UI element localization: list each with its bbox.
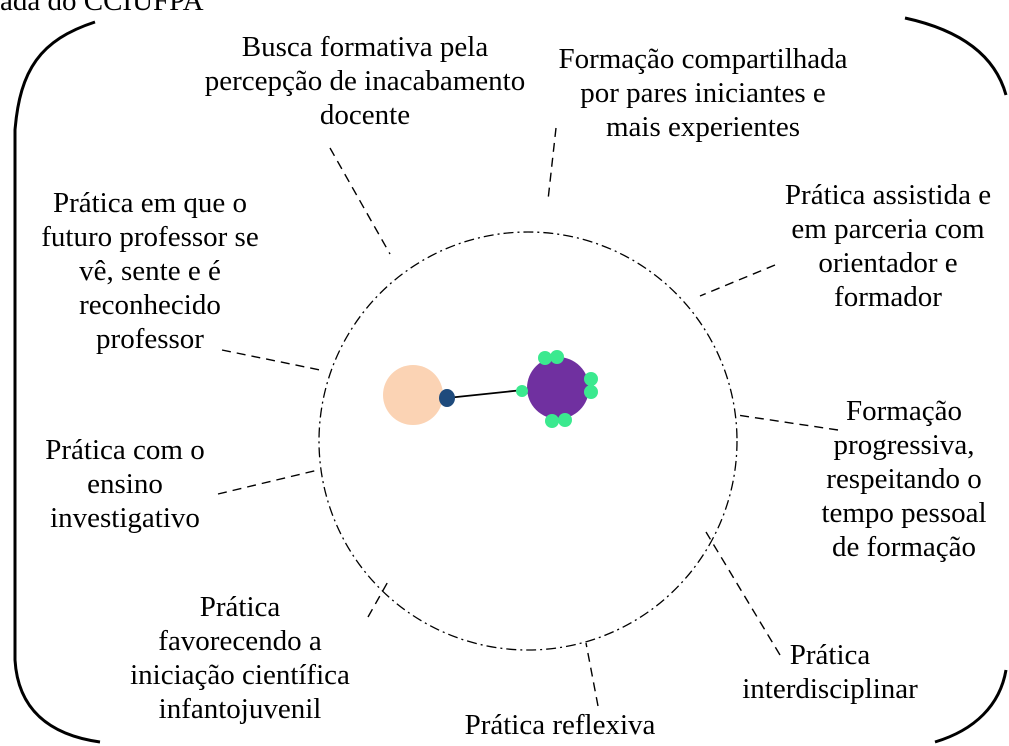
label-formacao-progressiva: Formação progressiva, respeitando o temp… xyxy=(800,394,1008,564)
label-line: vê, sente e é xyxy=(79,255,221,287)
label-line: interdisciplinar xyxy=(742,673,918,705)
connecting-stick xyxy=(446,389,524,399)
label-line: Busca formativa pela xyxy=(241,31,489,63)
connector-investigativo xyxy=(217,469,319,495)
mint-dot xyxy=(516,385,528,397)
label-line: favorecendo a xyxy=(158,625,322,657)
label-line: por pares iniciantes e xyxy=(580,77,826,109)
label-line: tempo pessoal xyxy=(821,497,987,529)
connector-busca xyxy=(329,147,391,255)
mint-dot xyxy=(558,413,572,427)
peach-circle xyxy=(383,365,443,425)
connector-assistida xyxy=(699,264,776,297)
label-line: Prática xyxy=(789,639,871,671)
mint-dot xyxy=(538,351,552,365)
outer-frame-left xyxy=(13,20,101,744)
connector-progressiva xyxy=(736,414,839,431)
mint-dots xyxy=(516,350,598,428)
label-busca-formativa: Busca formativa pela percepção de inacab… xyxy=(200,30,530,132)
label-reconhecido-professor: Prática em que o futuro professor se vê,… xyxy=(20,186,280,356)
label-line: infantojuvenil xyxy=(158,693,322,725)
label-line: Formação compartilhada xyxy=(558,43,848,75)
central-circle xyxy=(318,231,738,651)
label-line: iniciação científica xyxy=(130,659,350,691)
label-formacao-compartilhada: Formação compartilhada por pares inician… xyxy=(538,42,868,144)
connector-reflexiva xyxy=(585,642,599,707)
connector-formacao-compartilhada xyxy=(547,127,557,201)
label-line: ensino xyxy=(87,468,163,500)
label-ensino-investigativo: Prática com o ensino investigativo xyxy=(20,433,230,535)
central-illustration xyxy=(383,350,598,428)
label-line: Prática com o xyxy=(45,434,205,466)
label-line: Formação xyxy=(846,395,962,427)
navy-dot xyxy=(439,389,455,407)
outer-frame-right xyxy=(904,16,1008,96)
header-fragment: ada do CCIUFPA xyxy=(0,0,204,17)
mint-dot xyxy=(545,414,559,428)
label-line: Prática em que o xyxy=(52,187,248,219)
label-pratica-reflexiva: Prática reflexiva xyxy=(430,708,690,742)
connector-interdisciplinar xyxy=(705,531,781,656)
mint-dot xyxy=(584,372,598,386)
label-line: Prática assistida e xyxy=(784,179,992,211)
label-pratica-cientifica: Prática favorecendo a iniciação científi… xyxy=(100,590,380,726)
label-line: Prática reflexiva xyxy=(464,709,656,741)
label-line: em parceria com xyxy=(791,213,985,245)
label-line: Prática xyxy=(199,591,281,623)
connector-lines xyxy=(217,127,839,707)
connector-reconhecido xyxy=(221,349,321,371)
label-line: professor xyxy=(96,323,204,355)
label-line: percepção de inacabamento xyxy=(204,65,526,97)
outer-frame-bottom-right xyxy=(934,669,1008,744)
label-line: docente xyxy=(319,99,411,131)
label-line: progressiva, xyxy=(833,429,975,461)
mint-dot xyxy=(584,385,598,399)
connector-cientifica xyxy=(367,577,391,618)
label-pratica-interdisciplinar: Prática interdisciplinar xyxy=(730,638,930,706)
label-line: futuro professor se xyxy=(41,221,259,253)
label-line: mais experientes xyxy=(605,111,801,143)
label-line: formador xyxy=(834,281,942,313)
label-line: respeitando o xyxy=(826,463,982,495)
label-line: reconhecido xyxy=(79,289,221,321)
label-line: de formação xyxy=(831,531,977,563)
label-line: orientador e xyxy=(818,247,958,279)
label-line: investigativo xyxy=(50,502,200,534)
mint-dot xyxy=(550,350,564,364)
label-pratica-assistida: Prática assistida e em parceria com orie… xyxy=(770,178,1006,314)
purple-circle xyxy=(527,357,589,419)
